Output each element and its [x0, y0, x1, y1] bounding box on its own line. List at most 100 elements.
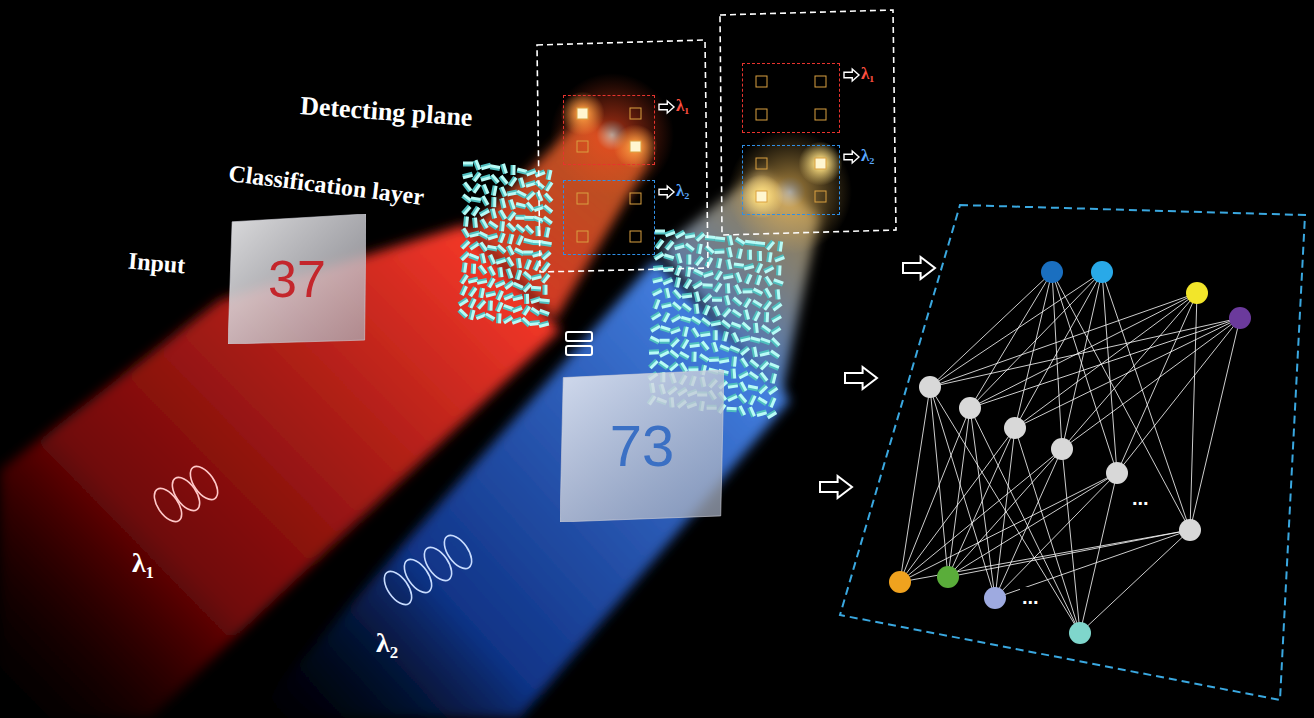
- nano-pillar: [727, 382, 738, 388]
- nano-pillar: [764, 312, 769, 322]
- pillar-top: [531, 286, 541, 290]
- nano-pillar: [750, 336, 761, 343]
- nano-pillar: [719, 344, 730, 352]
- nano-pillar: [767, 385, 778, 395]
- nano-pillar: [717, 403, 727, 414]
- nano-pillar: [506, 211, 516, 222]
- nano-pillar: [459, 251, 470, 262]
- nano-pillar: [489, 174, 499, 185]
- pillar-top: [709, 390, 717, 400]
- input-panel: 37: [228, 214, 366, 344]
- nano-pillar: [683, 278, 692, 289]
- pillar-top: [757, 411, 767, 416]
- nano-pillar: [770, 373, 777, 384]
- pillar-top: [740, 337, 750, 342]
- pillar-top: [680, 362, 688, 372]
- pillar-top: [764, 266, 774, 273]
- nano-pillar: [712, 297, 722, 302]
- nano-pillar: [647, 371, 658, 381]
- pillar-top: [702, 317, 712, 325]
- pillar-top: [652, 289, 662, 296]
- nano-pillar: [661, 302, 672, 309]
- pillar-top: [682, 339, 690, 349]
- pillar-top: [719, 381, 728, 390]
- pillar-top: [662, 372, 665, 382]
- nano-pillar: [731, 356, 737, 366]
- pillar-top: [725, 295, 730, 305]
- nano-pillar: [652, 298, 660, 309]
- pillar-top: [530, 322, 540, 326]
- pillar-top: [701, 341, 710, 351]
- pillar-top: [773, 303, 783, 311]
- pillar-top: [507, 268, 513, 278]
- nano-pillar: [517, 168, 528, 175]
- pillar-top: [695, 291, 700, 301]
- nano-pillar: [707, 390, 717, 401]
- nano-pillar: [498, 209, 507, 220]
- nano-pillar: [771, 301, 782, 311]
- network-link: [1080, 530, 1190, 633]
- network-link: [970, 408, 995, 598]
- pillar-top: [526, 201, 535, 211]
- pillar-top: [750, 395, 757, 405]
- pillar-top: [700, 401, 705, 411]
- nano-pillar: [669, 337, 680, 348]
- detector-glow: [561, 92, 605, 136]
- nano-pillar: [771, 314, 782, 323]
- pillar-top: [694, 268, 704, 275]
- detector-glow: [799, 142, 843, 186]
- nano-pillar: [672, 289, 682, 300]
- nano-pillar: [649, 349, 659, 354]
- nano-pillar: [757, 396, 768, 406]
- beam-bloom: [728, 130, 852, 254]
- nano-pillar: [525, 168, 536, 176]
- helix-loop: [419, 543, 457, 586]
- wavelength-region: λ₂: [563, 180, 655, 255]
- nano-pillar: [729, 345, 740, 354]
- nano-pillar: [656, 397, 667, 405]
- nano-pillar: [491, 185, 498, 196]
- pillar-top: [760, 337, 770, 343]
- pillar-top: [756, 275, 762, 285]
- network-link: [1015, 293, 1197, 428]
- neuron: [1091, 261, 1113, 283]
- pillar-top: [753, 299, 763, 307]
- pillar-top: [546, 227, 551, 237]
- nano-pillar: [499, 175, 509, 186]
- pillar-top: [480, 288, 485, 298]
- stack-symbol: [566, 332, 592, 341]
- nano-pillar: [751, 299, 762, 309]
- pillar-top: [509, 177, 517, 187]
- nano-pillar: [733, 284, 742, 295]
- wavelength-label: λ₁: [676, 97, 689, 116]
- hollow-arrow: [820, 476, 852, 498]
- nano-pillar: [745, 240, 756, 246]
- pillar-top: [742, 322, 751, 331]
- detector-square: [577, 141, 588, 152]
- pillar-top: [758, 396, 768, 404]
- nano-pillar: [542, 216, 553, 226]
- nano-pillar: [737, 405, 746, 416]
- pillar-top: [482, 195, 490, 205]
- pillar-top: [727, 259, 732, 269]
- nano-pillar: [763, 288, 772, 299]
- nano-pillar: [525, 190, 536, 200]
- nano-pillar: [688, 366, 698, 371]
- nano-pillar: [472, 171, 482, 182]
- pillar-top: [523, 271, 532, 280]
- pillar-top: [760, 352, 770, 357]
- nano-pillar: [757, 384, 768, 395]
- polarization-helix: [149, 462, 223, 527]
- nano-pillar: [530, 320, 540, 326]
- nano-pillar: [715, 258, 722, 269]
- pillar-top: [687, 403, 697, 409]
- pillar-top: [513, 296, 523, 301]
- pillar-top: [688, 255, 691, 265]
- network-link: [970, 293, 1197, 408]
- nano-pillar: [754, 262, 763, 273]
- neuron: [889, 571, 911, 593]
- nano-pillar: [508, 199, 516, 210]
- helix-loop: [399, 555, 437, 598]
- pillar-top: [516, 270, 522, 280]
- pillar-top: [711, 322, 721, 327]
